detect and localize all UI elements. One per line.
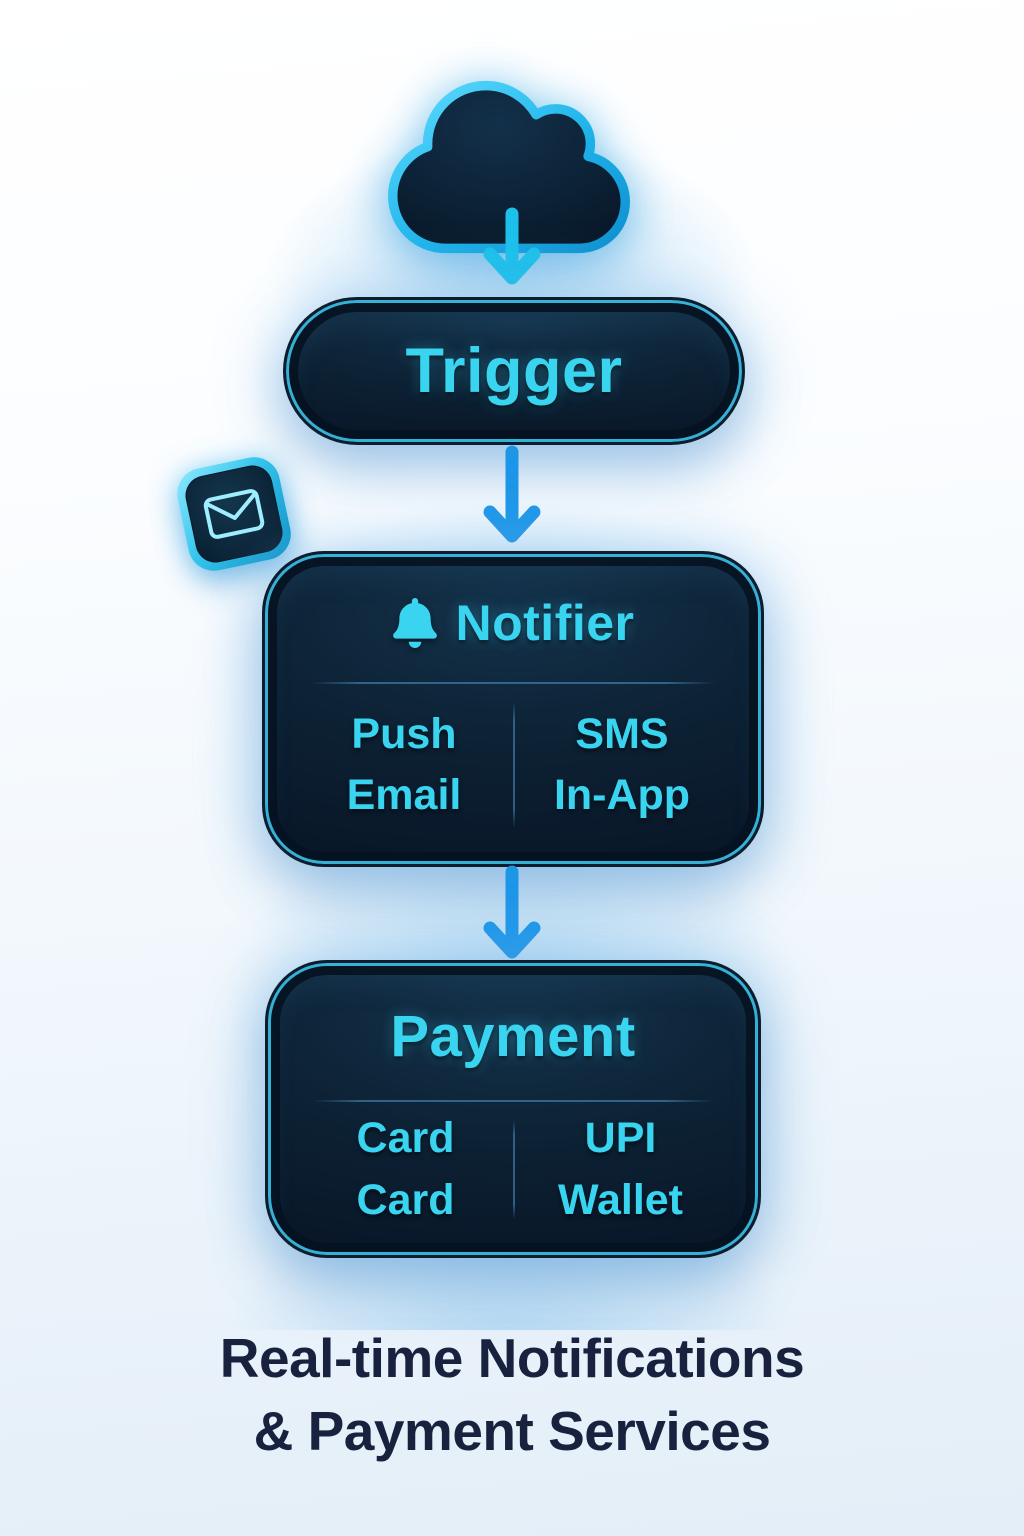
email-icon-inner — [181, 461, 287, 567]
bell-icon — [392, 598, 437, 648]
notifier-title: Notifier — [455, 595, 635, 651]
notifier-item-email: Email — [346, 771, 462, 819]
payment-columns: Card Card UPI Wallet — [298, 1110, 728, 1229]
arrow-down-icon — [479, 865, 545, 960]
node-trigger: Trigger — [283, 297, 745, 445]
arrow-down-icon — [479, 207, 545, 286]
payment-header: Payment — [268, 1003, 758, 1070]
notifier-divider — [309, 682, 717, 684]
payment-item-wallet: Wallet — [557, 1175, 684, 1224]
caption-line-2: & Payment Services — [253, 1399, 771, 1462]
payment-title: Payment — [390, 1004, 636, 1069]
diagram-caption: Real-time Notifications & Payment Servic… — [0, 1322, 1024, 1467]
payment-divider — [312, 1100, 714, 1102]
notifier-column-left: Push Email — [295, 692, 513, 838]
payment-item-card-1: Card — [356, 1114, 455, 1163]
notifier-columns: Push Email SMS In-App — [295, 692, 731, 838]
node-payment: Payment Card Card UPI Wallet — [265, 960, 761, 1258]
payment-column-left: Card Card — [298, 1110, 513, 1229]
payment-item-upi: UPI — [584, 1114, 657, 1163]
notifier-header: Notifier — [265, 594, 761, 652]
trigger-label: Trigger — [405, 336, 623, 406]
cloud-icon — [388, 74, 630, 260]
payment-item-card-2: Card — [356, 1175, 455, 1224]
caption-line-1: Real-time Notifications — [219, 1327, 805, 1389]
email-icon — [172, 452, 296, 576]
notifier-column-right: SMS In-App — [513, 692, 731, 838]
node-notifier: Notifier Push Email SMS In-App — [262, 551, 764, 867]
notifier-item-push: Push — [351, 709, 457, 758]
arrow-down-icon — [479, 445, 545, 544]
payment-column-right: UPI Wallet — [513, 1110, 728, 1229]
notifier-item-inapp: In-App — [553, 771, 691, 819]
notifier-item-sms: SMS — [575, 709, 669, 758]
